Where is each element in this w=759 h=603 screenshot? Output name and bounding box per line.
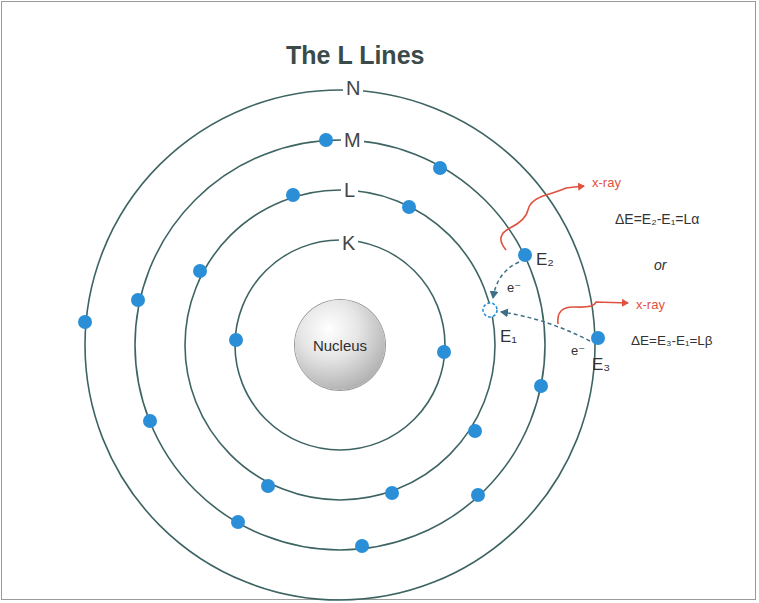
xray-wave (558, 302, 628, 324)
xray-label: x-ray (592, 176, 621, 190)
electron-vacancy (483, 303, 497, 317)
xray-wave (501, 186, 584, 250)
shell-name: M (341, 130, 364, 151)
energy-equation: ΔE=E₃-E₁=Lβ (631, 334, 713, 348)
energy-level-label: E₃ (592, 356, 610, 374)
shell-name: N (343, 78, 363, 99)
nucleus-sphere: Nucleus (295, 300, 385, 390)
electron-label: e⁻ (507, 281, 521, 295)
shell-circles (85, 90, 595, 600)
or-note: or (654, 258, 666, 273)
energy-level-label: E₁ (500, 328, 517, 346)
shell-name: L (341, 180, 358, 201)
xray-label: x-ray (636, 298, 665, 312)
shell-name: K (339, 233, 358, 254)
electron-label: e⁻ (571, 344, 585, 358)
nucleus-label: Nucleus (313, 337, 367, 354)
energy-level-label: E₂ (536, 251, 554, 269)
energy-equation: ΔE=E₂-E₁=Lα (615, 212, 699, 227)
diagram-title: The L Lines (286, 42, 424, 68)
electron-dots (78, 133, 605, 553)
